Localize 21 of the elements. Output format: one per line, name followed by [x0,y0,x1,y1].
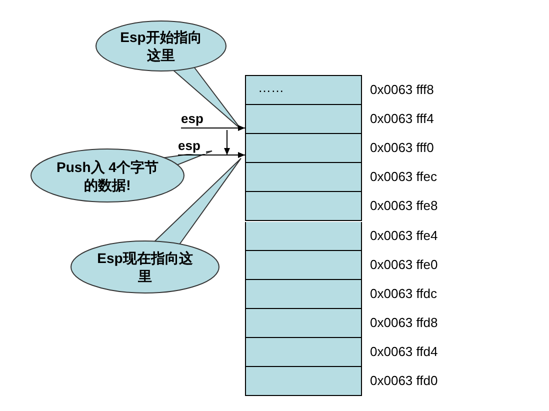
address-label: 0x0063 ffe8 [370,198,438,214]
leader-line [172,66,242,130]
callout-text: Push入 4个字节的数据! [56,158,160,194]
address-label: 0x0063 ffd0 [370,373,438,388]
address-label: 0x0063 ffe4 [370,228,438,242]
address-label: 0x0063 ffe0 [370,256,438,272]
address-label: 0x0063 fff8 [370,82,434,97]
address-label: 0x0063 fff0 [370,140,434,156]
speech-bubble [70,240,220,294]
leader-line [152,158,242,246]
address-label: 0x0063 ffd8 [370,314,438,330]
address-label: 0x0063 ffdc [370,286,437,301]
address-label: 0x0063 ffec [370,169,437,184]
arrow [178,152,246,158]
speech-bubble [95,20,227,72]
address-label: 0x0063 fff4 [370,111,434,126]
ellipsis-text: …… [258,80,284,95]
address-label: 0x0063 ffd4 [370,344,438,359]
callout-text: Esp现在指向这里 [96,249,194,285]
callout-text: Esp开始指向这里 [119,28,203,64]
arrow [180,125,246,131]
